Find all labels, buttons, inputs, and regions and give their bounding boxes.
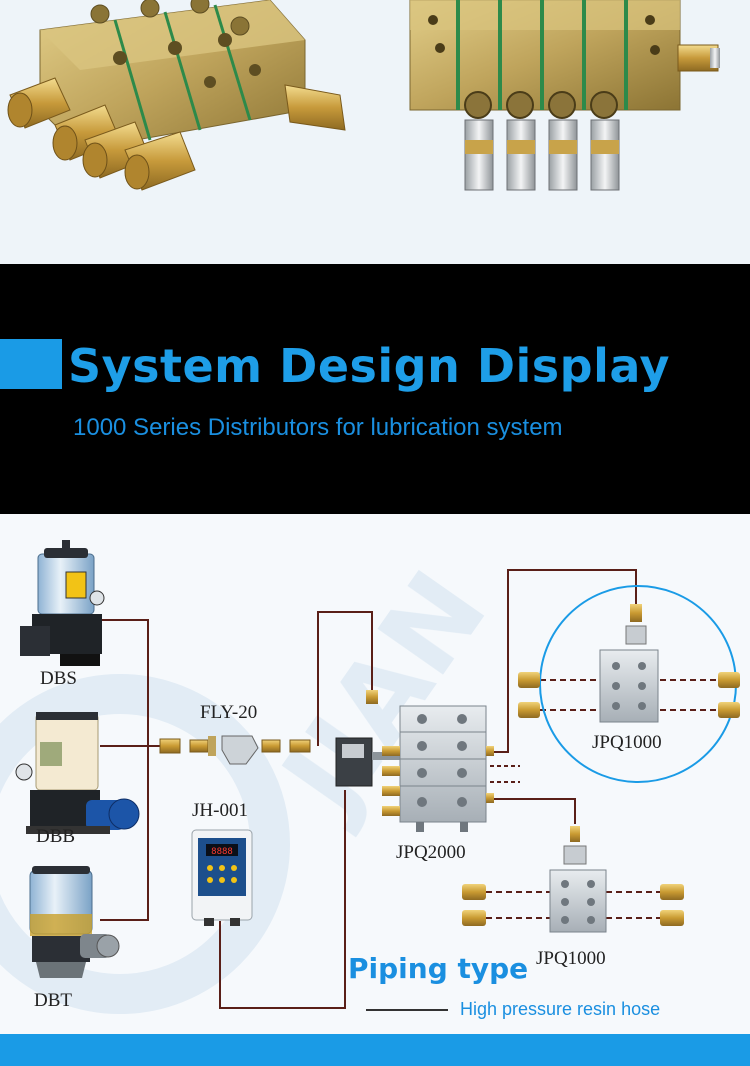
label-jpq1000-upper: JPQ1000	[592, 732, 662, 753]
piping-type-title: Piping type	[348, 952, 529, 985]
title-banner: System Design Display 1000 Series Distri…	[0, 264, 750, 514]
label-dbt: DBT	[34, 990, 72, 1011]
system-diagram: JIAN	[0, 514, 750, 1066]
distributor-jpq1000-lower	[462, 826, 684, 933]
controller-jh001: 8888	[191, 829, 253, 926]
filter-fly20	[159, 735, 311, 765]
label-jpq1000-lower: JPQ1000	[536, 948, 606, 969]
label-dbb: DBB	[36, 826, 76, 847]
distributor-photo-right	[409, 0, 720, 191]
product-photos	[0, 0, 750, 264]
controller-display-readout: 8888	[211, 847, 233, 857]
label-jpq2000: JPQ2000	[396, 842, 466, 863]
label-jh001: JH-001	[192, 800, 248, 821]
diagram-canvas: JIAN	[0, 540, 740, 1014]
pump-dbt	[29, 866, 120, 978]
bottom-accent-bar	[0, 1034, 750, 1066]
label-dbs: DBS	[40, 668, 77, 689]
label-fly20: FLY-20	[200, 702, 258, 723]
distributor-photos	[7, 0, 720, 191]
banner-title: System Design Display	[68, 339, 670, 393]
pipe-network	[100, 569, 718, 1009]
banner-subtitle: 1000 Series Distributors for lubrication…	[73, 414, 563, 441]
distributor-jpq2000	[366, 690, 494, 832]
banner-accent-block	[0, 339, 62, 389]
pump-dbs	[20, 540, 105, 666]
distributor-photo-left	[7, 0, 346, 191]
pump-dbb	[15, 712, 140, 834]
distributor-jpq1000-upper	[518, 585, 740, 783]
piping-type-description: High pressure resin hose	[460, 999, 661, 1019]
